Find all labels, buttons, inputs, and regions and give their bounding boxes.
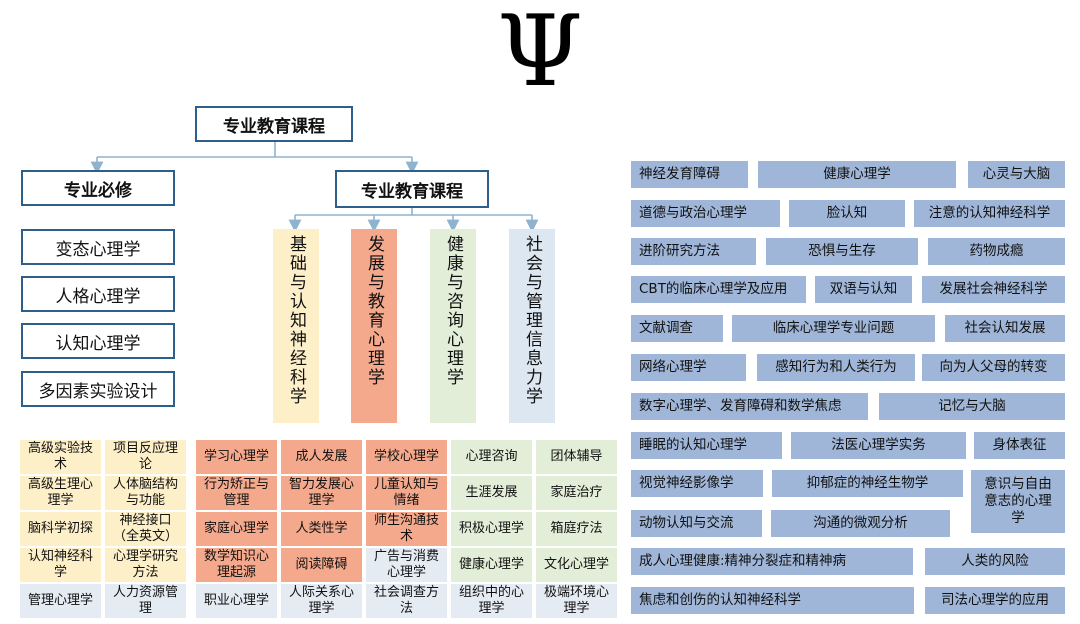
course-cell: 极端环境心理学 — [536, 584, 617, 618]
elective-course: 法医心理学实务 — [791, 432, 966, 459]
elective-course: 沟通的微观分析 — [771, 510, 950, 537]
course-cell: 人力资源管理 — [105, 584, 186, 618]
course-cell: 脑科学初探 — [20, 512, 101, 546]
track-label: 发展与教育心理学 — [364, 235, 384, 387]
course-cell: 人际关系心理学 — [281, 584, 362, 618]
course-cell: 社会调查方法 — [366, 584, 447, 618]
elective-course: 焦虑和创伤的认知神经科学 — [631, 587, 914, 614]
elective-course: 健康心理学 — [758, 161, 956, 188]
required-course-item: 人格心理学 — [21, 276, 175, 312]
elective-course: 意识与自由意志的心理学 — [971, 470, 1065, 533]
course-cell: 健康心理学 — [451, 548, 532, 582]
elective-course: 身体表征 — [974, 432, 1065, 459]
elective-course: 记忆与大脑 — [879, 393, 1065, 420]
elective-course: 脸认知 — [789, 200, 905, 227]
elective-course: 人类的风险 — [925, 548, 1065, 575]
elective-course: 成人心理健康:精神分裂症和精神病 — [631, 548, 913, 575]
elective-course: 恐惧与生存 — [766, 238, 918, 265]
course-cell: 儿童认知与情绪 — [366, 476, 447, 510]
elective-course: 注意的认知神经科学 — [914, 200, 1065, 227]
elective-course: 视觉神经影像学 — [631, 470, 763, 497]
elective-course: 抑郁症的神经生物学 — [772, 470, 963, 497]
track-column-developmental: 发展与教育心理学 — [351, 229, 397, 423]
course-cell: 高级生理心理学 — [20, 476, 101, 510]
elective-course: 文献调查 — [631, 315, 723, 342]
required-course-item: 认知心理学 — [21, 323, 175, 359]
course-cell: 智力发展心理学 — [281, 476, 362, 510]
course-cell: 广告与消费心理学 — [366, 548, 447, 582]
elective-course: 药物成瘾 — [928, 238, 1065, 265]
track-column-health: 健康与咨询心理学 — [430, 229, 476, 423]
course-cell: 人体脑结构与功能 — [105, 476, 186, 510]
elective-course: 临床心理学专业问题 — [732, 315, 935, 342]
elective-course: 网络心理学 — [631, 354, 746, 381]
course-cell: 人类性学 — [281, 512, 362, 546]
course-cell: 成人发展 — [281, 440, 362, 474]
course-cell: 团体辅导 — [536, 440, 617, 474]
track-label: 社会与管理信息力学 — [522, 235, 542, 406]
course-cell: 师生沟通技术 — [366, 512, 447, 546]
elective-course: 睡眠的认知心理学 — [631, 432, 782, 459]
required-course-item: 多因素实验设计 — [21, 371, 175, 407]
course-cell: 心理学研究方法 — [105, 548, 186, 582]
course-cell: 阅读障碍 — [281, 548, 362, 582]
elective-course: CBT的临床心理学及应用 — [631, 276, 806, 303]
course-cell: 箱庭疗法 — [536, 512, 617, 546]
course-cell: 心理咨询 — [451, 440, 532, 474]
course-cell: 高级实验技术 — [20, 440, 101, 474]
elective-course: 向为人父母的转变 — [922, 354, 1065, 381]
course-cell: 认知神经科学 — [20, 548, 101, 582]
course-cell: 文化心理学 — [536, 548, 617, 582]
course-cell: 数学知识心理起源 — [196, 548, 277, 582]
course-cell: 家庭心理学 — [196, 512, 277, 546]
elective-course: 双语与认知 — [815, 276, 912, 303]
course-cell: 神经接口（全英文） — [105, 512, 186, 546]
psi-symbol: Ψ — [497, 0, 583, 109]
elective-course: 动物认知与交流 — [631, 510, 762, 537]
track-column-social: 社会与管理信息力学 — [509, 229, 555, 423]
course-cell: 管理心理学 — [20, 584, 101, 618]
required-course-item: 变态心理学 — [21, 229, 175, 265]
course-cell: 学习心理学 — [196, 440, 277, 474]
elective-course: 发展社会神经科学 — [922, 276, 1065, 303]
track-column-cognitive-neuroscience: 基础与认知神经科学 — [273, 229, 319, 423]
elective-course: 感知行为和人类行为 — [757, 354, 915, 381]
course-cell: 积极心理学 — [451, 512, 532, 546]
course-cell: 生涯发展 — [451, 476, 532, 510]
elective-course: 道德与政治心理学 — [631, 200, 780, 227]
course-cell: 学校心理学 — [366, 440, 447, 474]
elective-course: 神经发育障碍 — [631, 161, 748, 188]
root-node: 专业教育课程 — [195, 106, 353, 142]
elective-course: 心灵与大脑 — [968, 161, 1065, 188]
course-cell: 职业心理学 — [196, 584, 277, 618]
elective-course: 社会认知发展 — [945, 315, 1065, 342]
elective-course: 数字心理学、发育障碍和数学焦虑 — [631, 393, 868, 420]
required-courses-title: 专业必修 — [21, 170, 175, 206]
course-cell: 项目反应理论 — [105, 440, 186, 474]
track-label: 基础与认知神经科学 — [286, 235, 306, 406]
elective-course: 司法心理学的应用 — [925, 587, 1065, 614]
elective-course: 进阶研究方法 — [631, 238, 756, 265]
specialized-courses-title: 专业教育课程 — [335, 170, 489, 208]
course-cell: 行为矫正与管理 — [196, 476, 277, 510]
course-cell: 组织中的心理学 — [451, 584, 532, 618]
course-cell: 家庭治疗 — [536, 476, 617, 510]
track-label: 健康与咨询心理学 — [443, 235, 463, 387]
